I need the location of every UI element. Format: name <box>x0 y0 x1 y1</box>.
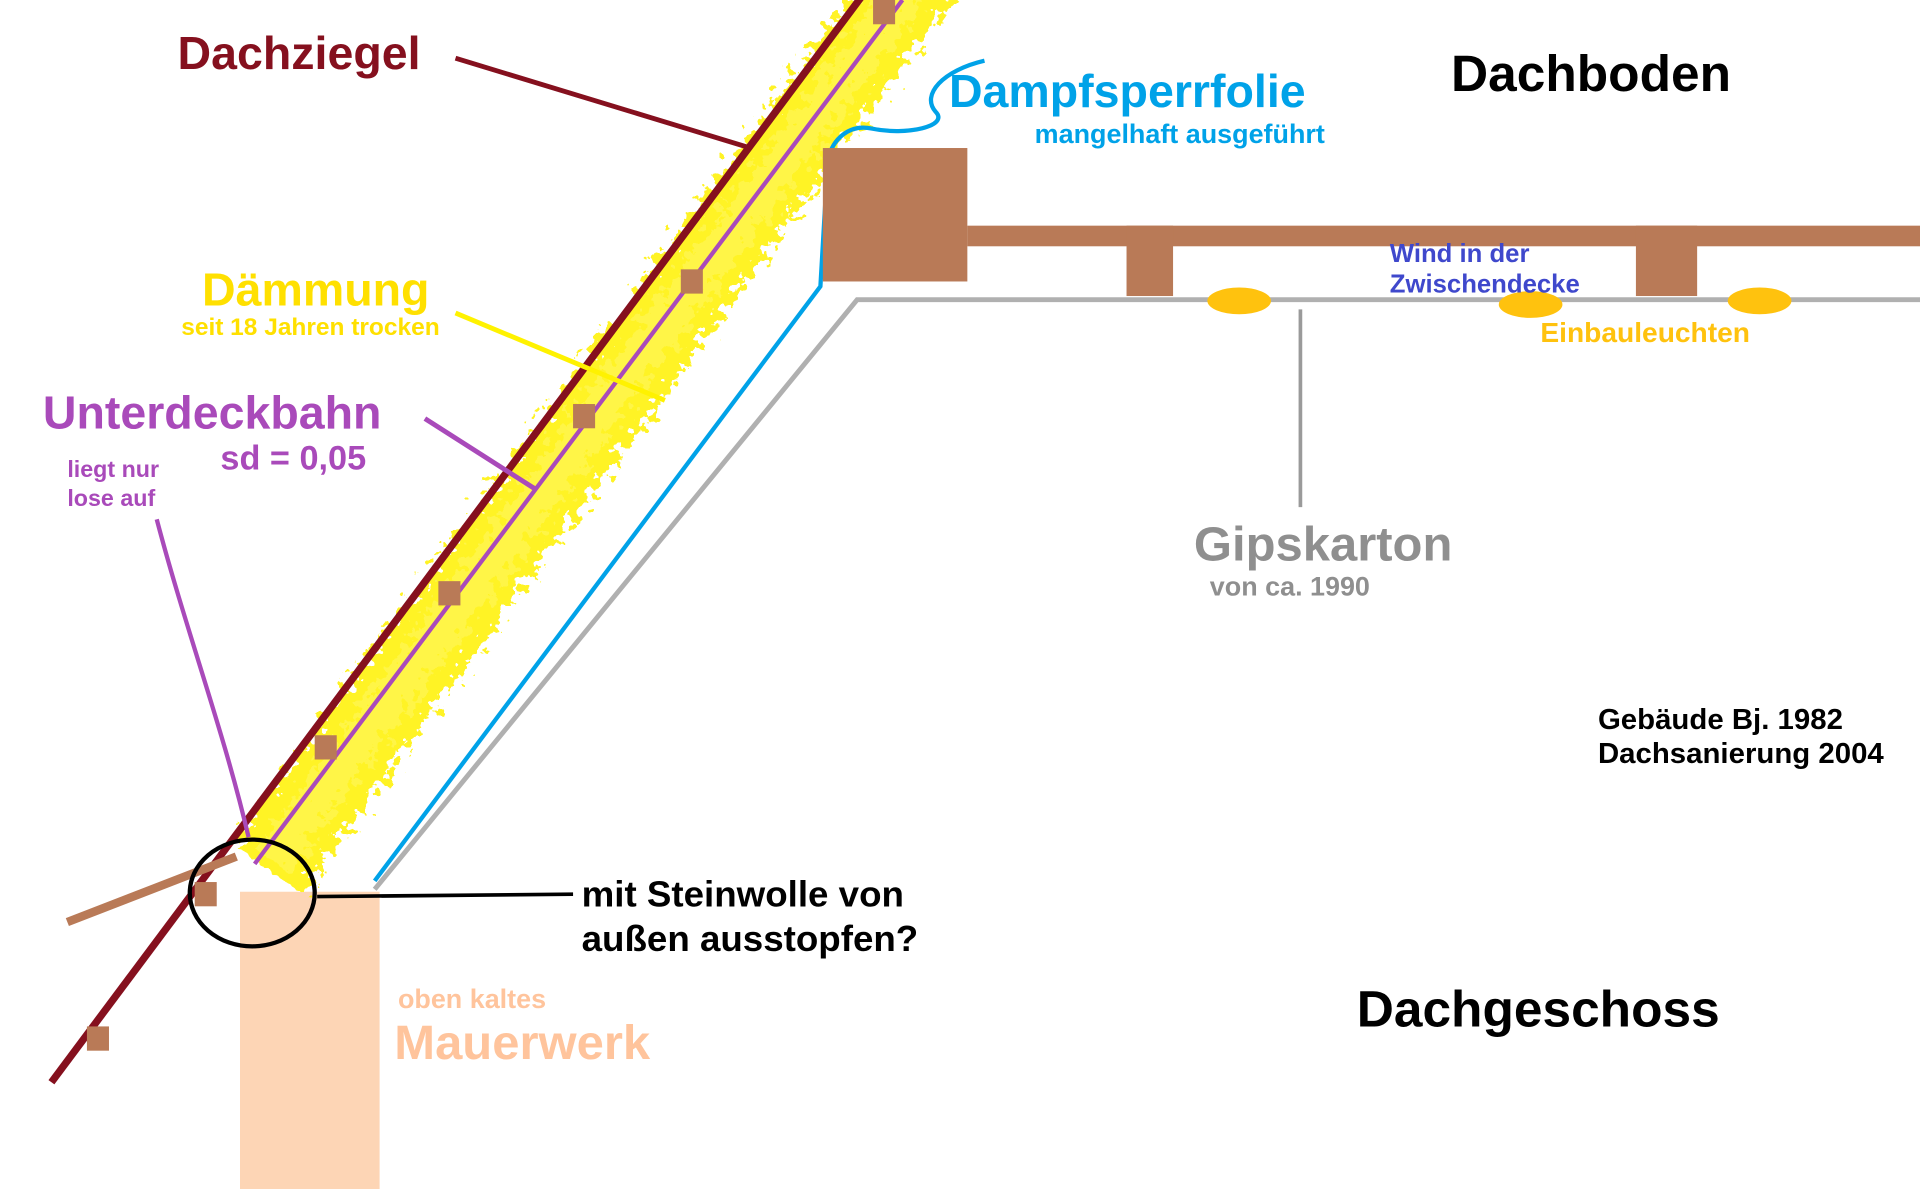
gipskarton-sublabel: von ca. 1990 <box>1210 572 1370 602</box>
roof-batten-3 <box>573 404 596 429</box>
steinwolle-question-line2: außen ausstopfen? <box>582 918 919 959</box>
plasterboard-line <box>372 297 1920 891</box>
eaves-plate <box>65 852 238 927</box>
unterdeckbahn-label: Unterdeckbahn <box>43 386 382 438</box>
wind-note-line2: Zwischendecke <box>1390 270 1580 298</box>
mauerwerk-sublabel: oben kaltes <box>398 984 546 1014</box>
daemmung-sublabel: seit 18 Jahren trocken <box>181 314 439 341</box>
building-year-line2: Dachsanierung 2004 <box>1598 738 1885 770</box>
roof-tile-line <box>48 0 864 1085</box>
lose-auf-note-line2: lose auf <box>67 485 155 511</box>
recessed-light-1 <box>1207 287 1272 315</box>
vapor-barrier-line <box>372 58 985 883</box>
gipskarton-label: Gipskarton <box>1194 518 1453 572</box>
recessed-light-2 <box>1498 291 1563 318</box>
steinwolle-question-line1: mit Steinwolle von <box>582 873 904 914</box>
ceiling-joist-2 <box>1635 225 1698 297</box>
roof-batten-2 <box>680 269 703 294</box>
mauerwerk-label: Mauerwerk <box>394 1016 651 1070</box>
unterdeckbahn-sd-label: sd = 0,05 <box>220 440 366 478</box>
roof-batten-7 <box>86 1026 109 1051</box>
recessed-light-3 <box>1727 287 1792 315</box>
einbauleuchten-label: Einbauleuchten <box>1540 317 1750 348</box>
purlin-beam <box>822 148 968 282</box>
dachziegel-label: Dachziegel <box>178 27 421 79</box>
dachziegel-pointer-line <box>454 55 752 151</box>
lose-auf-pointer-line <box>154 518 251 838</box>
roof-batten-4 <box>438 581 461 606</box>
steinwolle-pointer-line <box>317 892 574 899</box>
dachgeschoss-label: Dachgeschoss <box>1357 981 1720 1038</box>
daemmung-label: Dämmung <box>202 264 429 316</box>
unterdeckbahn-pointer-line <box>423 416 537 491</box>
roof-batten-5 <box>314 735 337 760</box>
dampfsperrfolie-sublabel: mangelhaft ausgeführt <box>1035 119 1325 149</box>
building-year-line1: Gebäude Bj. 1982 <box>1598 704 1843 736</box>
lose-auf-note-line1: liegt nur <box>67 456 159 482</box>
roof-batten-1 <box>873 0 896 25</box>
problem-area-circle <box>187 837 317 949</box>
underlay-membrane-line <box>252 0 905 866</box>
daemmung-pointer-line <box>454 310 666 403</box>
ceiling-joist-1 <box>1126 225 1174 297</box>
wind-note-line1: Wind in der <box>1390 240 1530 268</box>
dampfsperrfolie-label: Dampfsperrfolie <box>949 65 1306 117</box>
dachboden-label: Dachboden <box>1451 45 1731 102</box>
roof-batten-6 <box>194 882 217 907</box>
